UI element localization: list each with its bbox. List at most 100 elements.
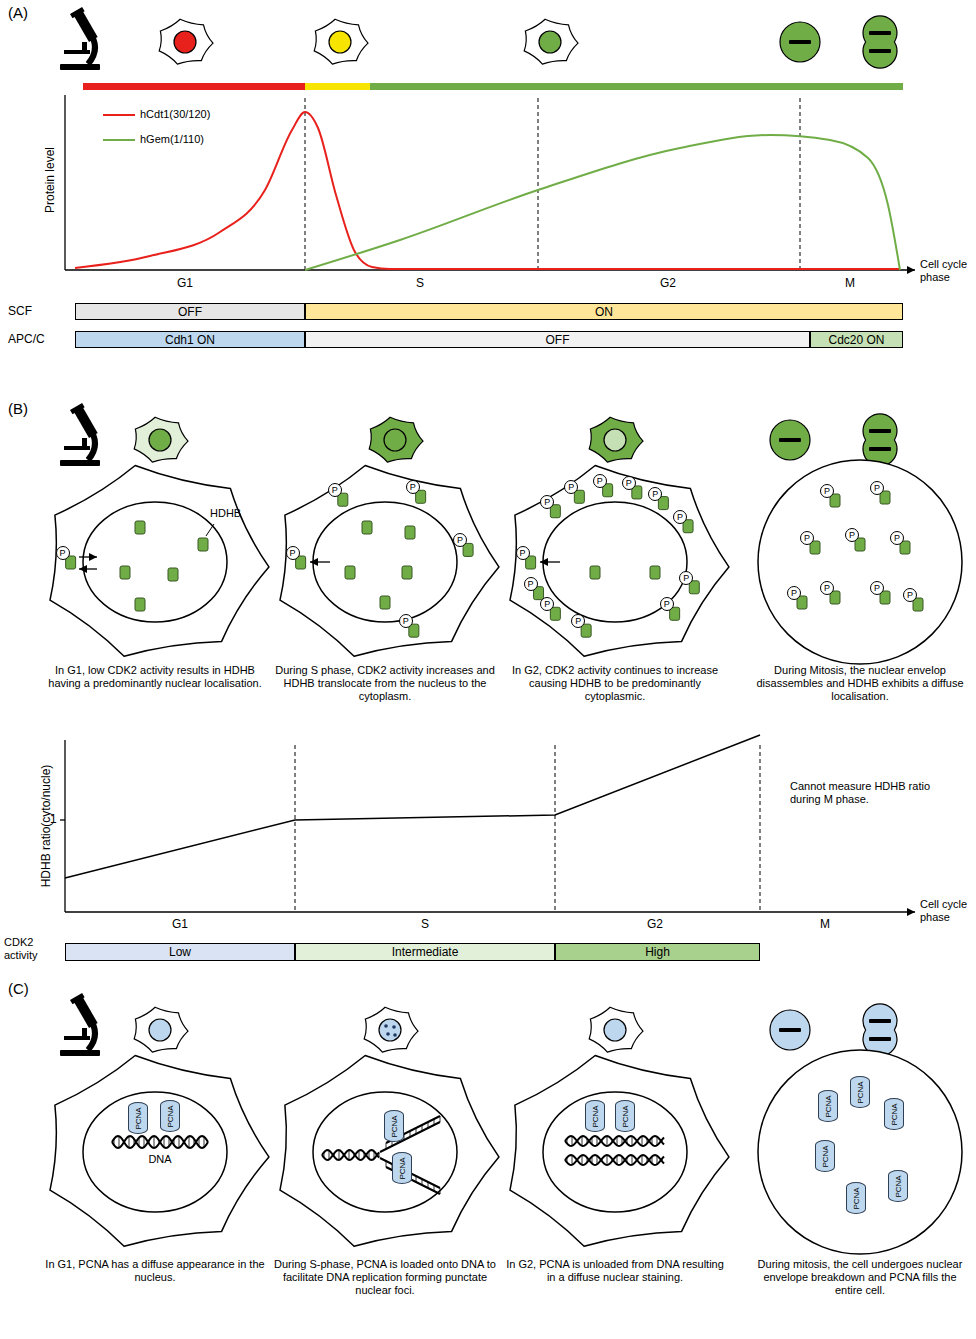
caption: In G1, PCNA has a diffuse appearance in … (43, 1258, 268, 1284)
base-pair (440, 1116, 441, 1122)
phospho-marker: P (328, 483, 342, 497)
nucleus-icon (149, 1019, 171, 1041)
chromosome-bar (869, 1019, 891, 1023)
phospho-marker: P (524, 577, 538, 591)
phase-divider (538, 98, 539, 270)
node-text: OFF (546, 333, 570, 347)
node-text: PCNA (390, 1115, 399, 1137)
base-pair (194, 1139, 195, 1145)
base-pair (369, 1151, 370, 1159)
dna-strand (322, 1150, 379, 1160)
cell-outline (280, 1056, 499, 1247)
node-text: OFF (178, 305, 202, 319)
node-text: P (664, 598, 670, 610)
axis-tick (60, 819, 65, 820)
node-text: P (652, 488, 658, 500)
node-text: PCNA (166, 1105, 175, 1127)
panel-label: (B) (8, 400, 48, 418)
base-pair (602, 1159, 603, 1162)
base-pair (612, 1159, 613, 1162)
chromosome-bar (869, 1037, 891, 1041)
phospho-marker: P (660, 597, 674, 611)
microscope-base (60, 1050, 100, 1056)
dna-label: DNA (140, 1153, 180, 1166)
node-text: PCNA (856, 1081, 865, 1103)
base-pair (354, 1154, 355, 1157)
pcna-clamp: PCNA (392, 1152, 412, 1184)
microscope-eyepiece (70, 7, 85, 18)
microscope-eyepiece (70, 403, 85, 414)
cell-icon (134, 417, 188, 462)
hdhb-protein (120, 566, 130, 579)
nucleus-icon (539, 31, 561, 53)
node-text: P (403, 615, 409, 627)
hdhb-protein (198, 538, 208, 551)
base-pair (617, 1137, 618, 1146)
base-pair (164, 1137, 165, 1147)
base-pair (612, 1140, 613, 1143)
microscope-stage (64, 1036, 90, 1040)
phase-label: G1 (165, 276, 205, 290)
phase-divider (800, 98, 801, 270)
base-pair (582, 1155, 583, 1165)
node-text: High (645, 945, 670, 959)
mitotic-cell-icon (770, 420, 810, 460)
node-text: Cdh1 ON (165, 333, 215, 347)
base-pair (652, 1137, 653, 1144)
hdhb-protein (463, 543, 473, 556)
dna-strand (322, 1150, 379, 1160)
nucleus (543, 502, 687, 622)
phospho-marker: P (845, 528, 859, 542)
microscope-objective (82, 42, 87, 50)
pcna-clamp: PCNA (160, 1100, 180, 1132)
base-pair (647, 1158, 648, 1163)
hdhb-protein (380, 596, 390, 609)
base-pair (379, 1152, 380, 1157)
base-pair (567, 1158, 568, 1163)
caption: During Mitosis, the nuclear envelop disa… (753, 664, 968, 704)
mitotic-cell-icon (780, 22, 820, 62)
nucleus-icon (174, 31, 196, 53)
cell-icon (159, 19, 213, 64)
chromosome-bar (789, 40, 811, 44)
node-text: PCNA (134, 1107, 143, 1129)
base-pair (434, 1185, 435, 1191)
cell-icon (314, 19, 368, 64)
base-pair (204, 1137, 205, 1147)
chromosome-bar (779, 1028, 801, 1032)
export-arrow (540, 561, 560, 562)
base-pair (416, 1176, 417, 1182)
pcna-clamp: PCNA (818, 1090, 838, 1122)
phase-label: G2 (635, 917, 675, 931)
y-axis (64, 95, 65, 270)
hdhb-ratio-line (65, 735, 760, 878)
base-pair (434, 1119, 435, 1125)
cell-outline (50, 466, 269, 657)
node-text: P (410, 481, 416, 493)
hdhb-protein (590, 566, 600, 579)
phase-bar: Cdc20 ON (810, 331, 903, 348)
phase-bar: OFF (75, 303, 305, 320)
chromosome-bar (869, 31, 891, 35)
base-pair (572, 1155, 573, 1165)
x-axis (65, 911, 915, 912)
cell-outline (510, 1056, 729, 1247)
base-pair (179, 1136, 180, 1148)
base-pair (422, 1125, 423, 1131)
caption: In G2, CDK2 activity continues to increa… (503, 664, 728, 704)
microscope-base (60, 64, 100, 70)
dna-strand (112, 1136, 208, 1148)
phase-label: M (830, 276, 870, 290)
microscope-icon (60, 993, 100, 1056)
phase-divider (295, 745, 296, 912)
phospho-marker: P (820, 581, 834, 595)
node-text: P (568, 481, 574, 493)
chromosome-bar (779, 438, 801, 442)
phase-bar: OFF (305, 331, 810, 348)
tick-label: 1 (50, 812, 60, 826)
nucleus (83, 502, 227, 622)
base-pair (114, 1139, 115, 1145)
hcdt1-curve (75, 112, 900, 269)
base-pair (440, 1188, 441, 1194)
node-text: P (597, 475, 603, 487)
